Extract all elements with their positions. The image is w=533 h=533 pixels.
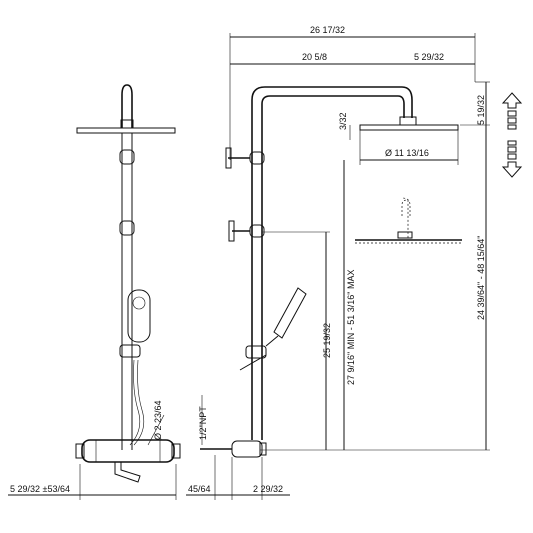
wall-offset-label: 45/64 <box>188 484 211 494</box>
up-arrow-icon <box>501 92 523 109</box>
adjust-range-label: 27 9/16" MIN - 51 3/16" MAX <box>346 270 356 385</box>
front-arm <box>121 84 133 128</box>
front-thermostat <box>81 439 175 463</box>
side-head-connector <box>399 116 417 126</box>
down-arrow-icon <box>501 161 523 178</box>
side-slider <box>245 345 267 359</box>
front-spout <box>114 462 141 483</box>
front-collar-2 <box>119 220 135 236</box>
front-handshower <box>127 289 151 343</box>
front-view: 5 29/32 ±53/64 Ø 2 23/64 <box>8 84 181 500</box>
front-hose <box>129 359 141 446</box>
arm-length-label: 20 5/8 <box>302 52 327 62</box>
side-knob-lower <box>228 220 235 242</box>
valve-to-diverter-label: 25 19/32 <box>322 323 332 358</box>
side-view: 26 17/32 20 5/8 5 29/32 Ø 11 13/16 3/32 … <box>186 25 490 500</box>
side-handshower <box>273 287 307 339</box>
inset-dashed-arm <box>401 199 409 240</box>
head-thickness-label: 3/32 <box>338 112 348 130</box>
head-height-label: 5 19/32 <box>476 95 486 125</box>
total-height-label: 24 39/64" - 48 15/64" <box>476 236 486 320</box>
overall-width-label: 26 17/32 <box>310 25 345 35</box>
inlet-label: 1/2"NPT <box>198 406 208 440</box>
head-offset-label: 5 29/32 <box>414 52 444 62</box>
side-shower-head <box>359 124 459 131</box>
side-arm <box>251 86 413 440</box>
bottom-depth-label: 2 29/32 <box>253 484 283 494</box>
side-knob-upper <box>225 147 232 169</box>
front-handshower-face <box>132 296 146 310</box>
front-shower-head <box>76 127 176 134</box>
side-valve-body <box>231 440 263 458</box>
hose-size-label: Ø 2 23/64 <box>153 400 163 440</box>
front-slider <box>119 344 141 358</box>
front-collar-1 <box>119 149 135 165</box>
base-depth-label: 5 29/32 ±53/64 <box>10 484 70 494</box>
front-head-connector <box>120 119 134 129</box>
adjust-arrows-icon <box>501 92 523 178</box>
head-diameter-label: Ø 11 13/16 <box>385 148 429 158</box>
